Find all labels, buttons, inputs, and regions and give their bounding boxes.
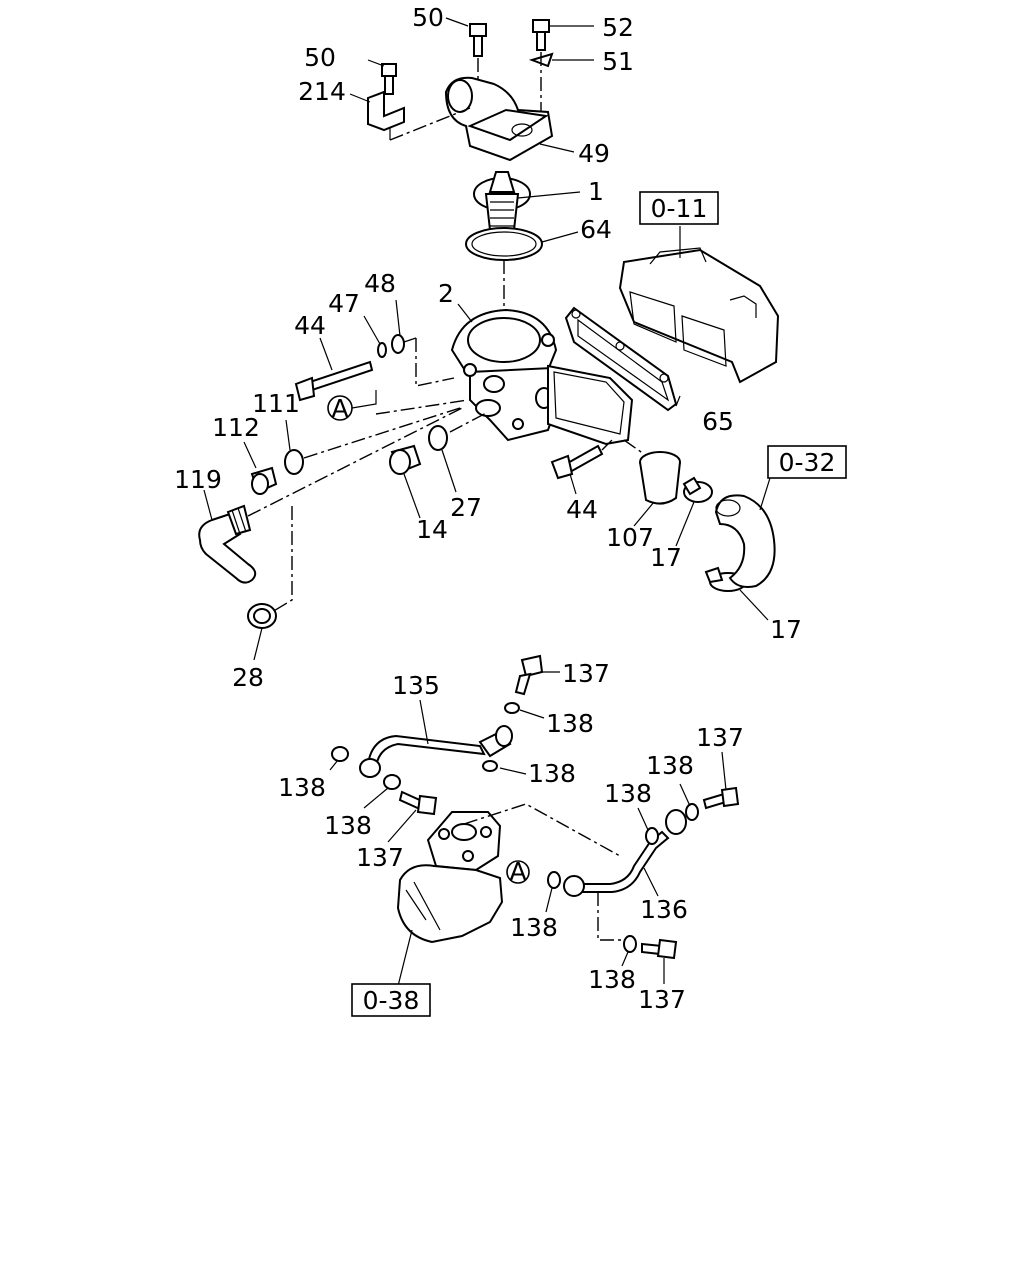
pipe-135 [359,725,513,778]
callout-137-top: 137 [562,659,610,688]
callout-138-bottom: 138 [588,965,636,994]
callout-44-lower: 44 [566,495,598,524]
callout-138-right-b: 138 [646,751,694,780]
callout-51: 51 [602,47,634,76]
ref-label-0-32: 0-32 [779,448,836,477]
bolt-137-bottom [641,938,678,960]
callout-107: 107 [606,523,654,552]
callout-50-top: 50 [412,3,444,32]
callout-17-lower: 17 [770,615,802,644]
air-compressor-ref [396,811,504,944]
ref-box-0-38 [351,983,431,1017]
engine-block-ref [618,247,780,384]
washer-138-mid [482,760,498,772]
washer-111 [284,449,304,475]
hose-ref [714,494,776,588]
callout-44-upper: 44 [294,311,326,340]
callout-47: 47 [328,289,360,318]
washer-138-right-a [645,827,659,845]
callout-138-left: 138 [278,773,326,802]
bolt-50-left [381,63,397,95]
ref-label-0-38: 0-38 [363,986,420,1015]
thermostat-housing-49 [444,76,554,162]
callout-49: 49 [578,139,610,168]
callout-137-right: 137 [696,723,744,752]
washer-138-top [504,702,520,714]
callout-48: 48 [364,269,396,298]
callout-50-left: 50 [304,43,336,72]
ref-box-0-32 [767,445,847,479]
water-outlet-body-2 [450,308,562,442]
callout-138-top: 138 [546,709,594,738]
thermostat-1 [473,171,531,231]
bolt-137-top [514,654,544,696]
washer-138-lower-left [383,774,401,790]
callout-138-a: 138 [510,913,558,942]
washer-47 [377,342,387,358]
washer-27 [428,425,448,451]
marker-a-top-label: A [331,394,348,423]
callout-52: 52 [602,13,634,42]
clamp-17-upper [682,476,713,503]
bolt-50-top [469,23,487,57]
gasket-64 [465,227,543,261]
gasket-65 [564,306,678,412]
plug-14 [389,444,422,475]
callout-214: 214 [298,77,346,106]
marker-a-bottom-label: A [509,857,526,886]
washer-48 [391,334,405,354]
washer-138-bottom [623,935,637,953]
callout-136: 136 [640,895,688,924]
washer-138-left [331,746,349,762]
callout-1: 1 [588,177,604,206]
callout-119: 119 [174,465,222,494]
callout-135: 135 [392,671,440,700]
callout-65: 65 [702,407,734,436]
callout-17-upper: 17 [650,543,682,572]
bracket-214 [367,90,405,132]
callout-28: 28 [232,663,264,692]
plug-28 [247,603,277,629]
callout-137-left: 137 [356,843,404,872]
bolt-52 [532,19,550,51]
washer-138-right-b [685,803,699,821]
elbow-119 [198,504,257,584]
callout-2: 2 [438,279,454,308]
callout-112: 112 [212,413,260,442]
callout-138-lower-left: 138 [324,811,372,840]
pipe-136 [563,809,687,897]
plug-112 [250,466,278,495]
bolt-44-lower [550,444,604,480]
callout-137-bottom: 137 [638,985,686,1014]
clip-51 [528,52,554,68]
ref-box-0-11 [639,191,719,225]
callout-138-mid: 138 [528,759,576,788]
ref-label-0-11: 0-11 [651,194,708,223]
callout-27: 27 [450,493,482,522]
callout-111: 111 [252,389,300,418]
marker-a-bottom [506,860,530,884]
bolt-137-left [398,790,438,816]
callout-138-right-a: 138 [604,779,652,808]
cap-107 [639,451,681,505]
bolt-137-right [702,786,740,810]
washer-138-a [547,871,561,889]
bolt-44-upper [294,360,374,402]
cooler-plate [547,364,634,446]
callout-14: 14 [416,515,448,544]
callout-64: 64 [580,215,612,244]
